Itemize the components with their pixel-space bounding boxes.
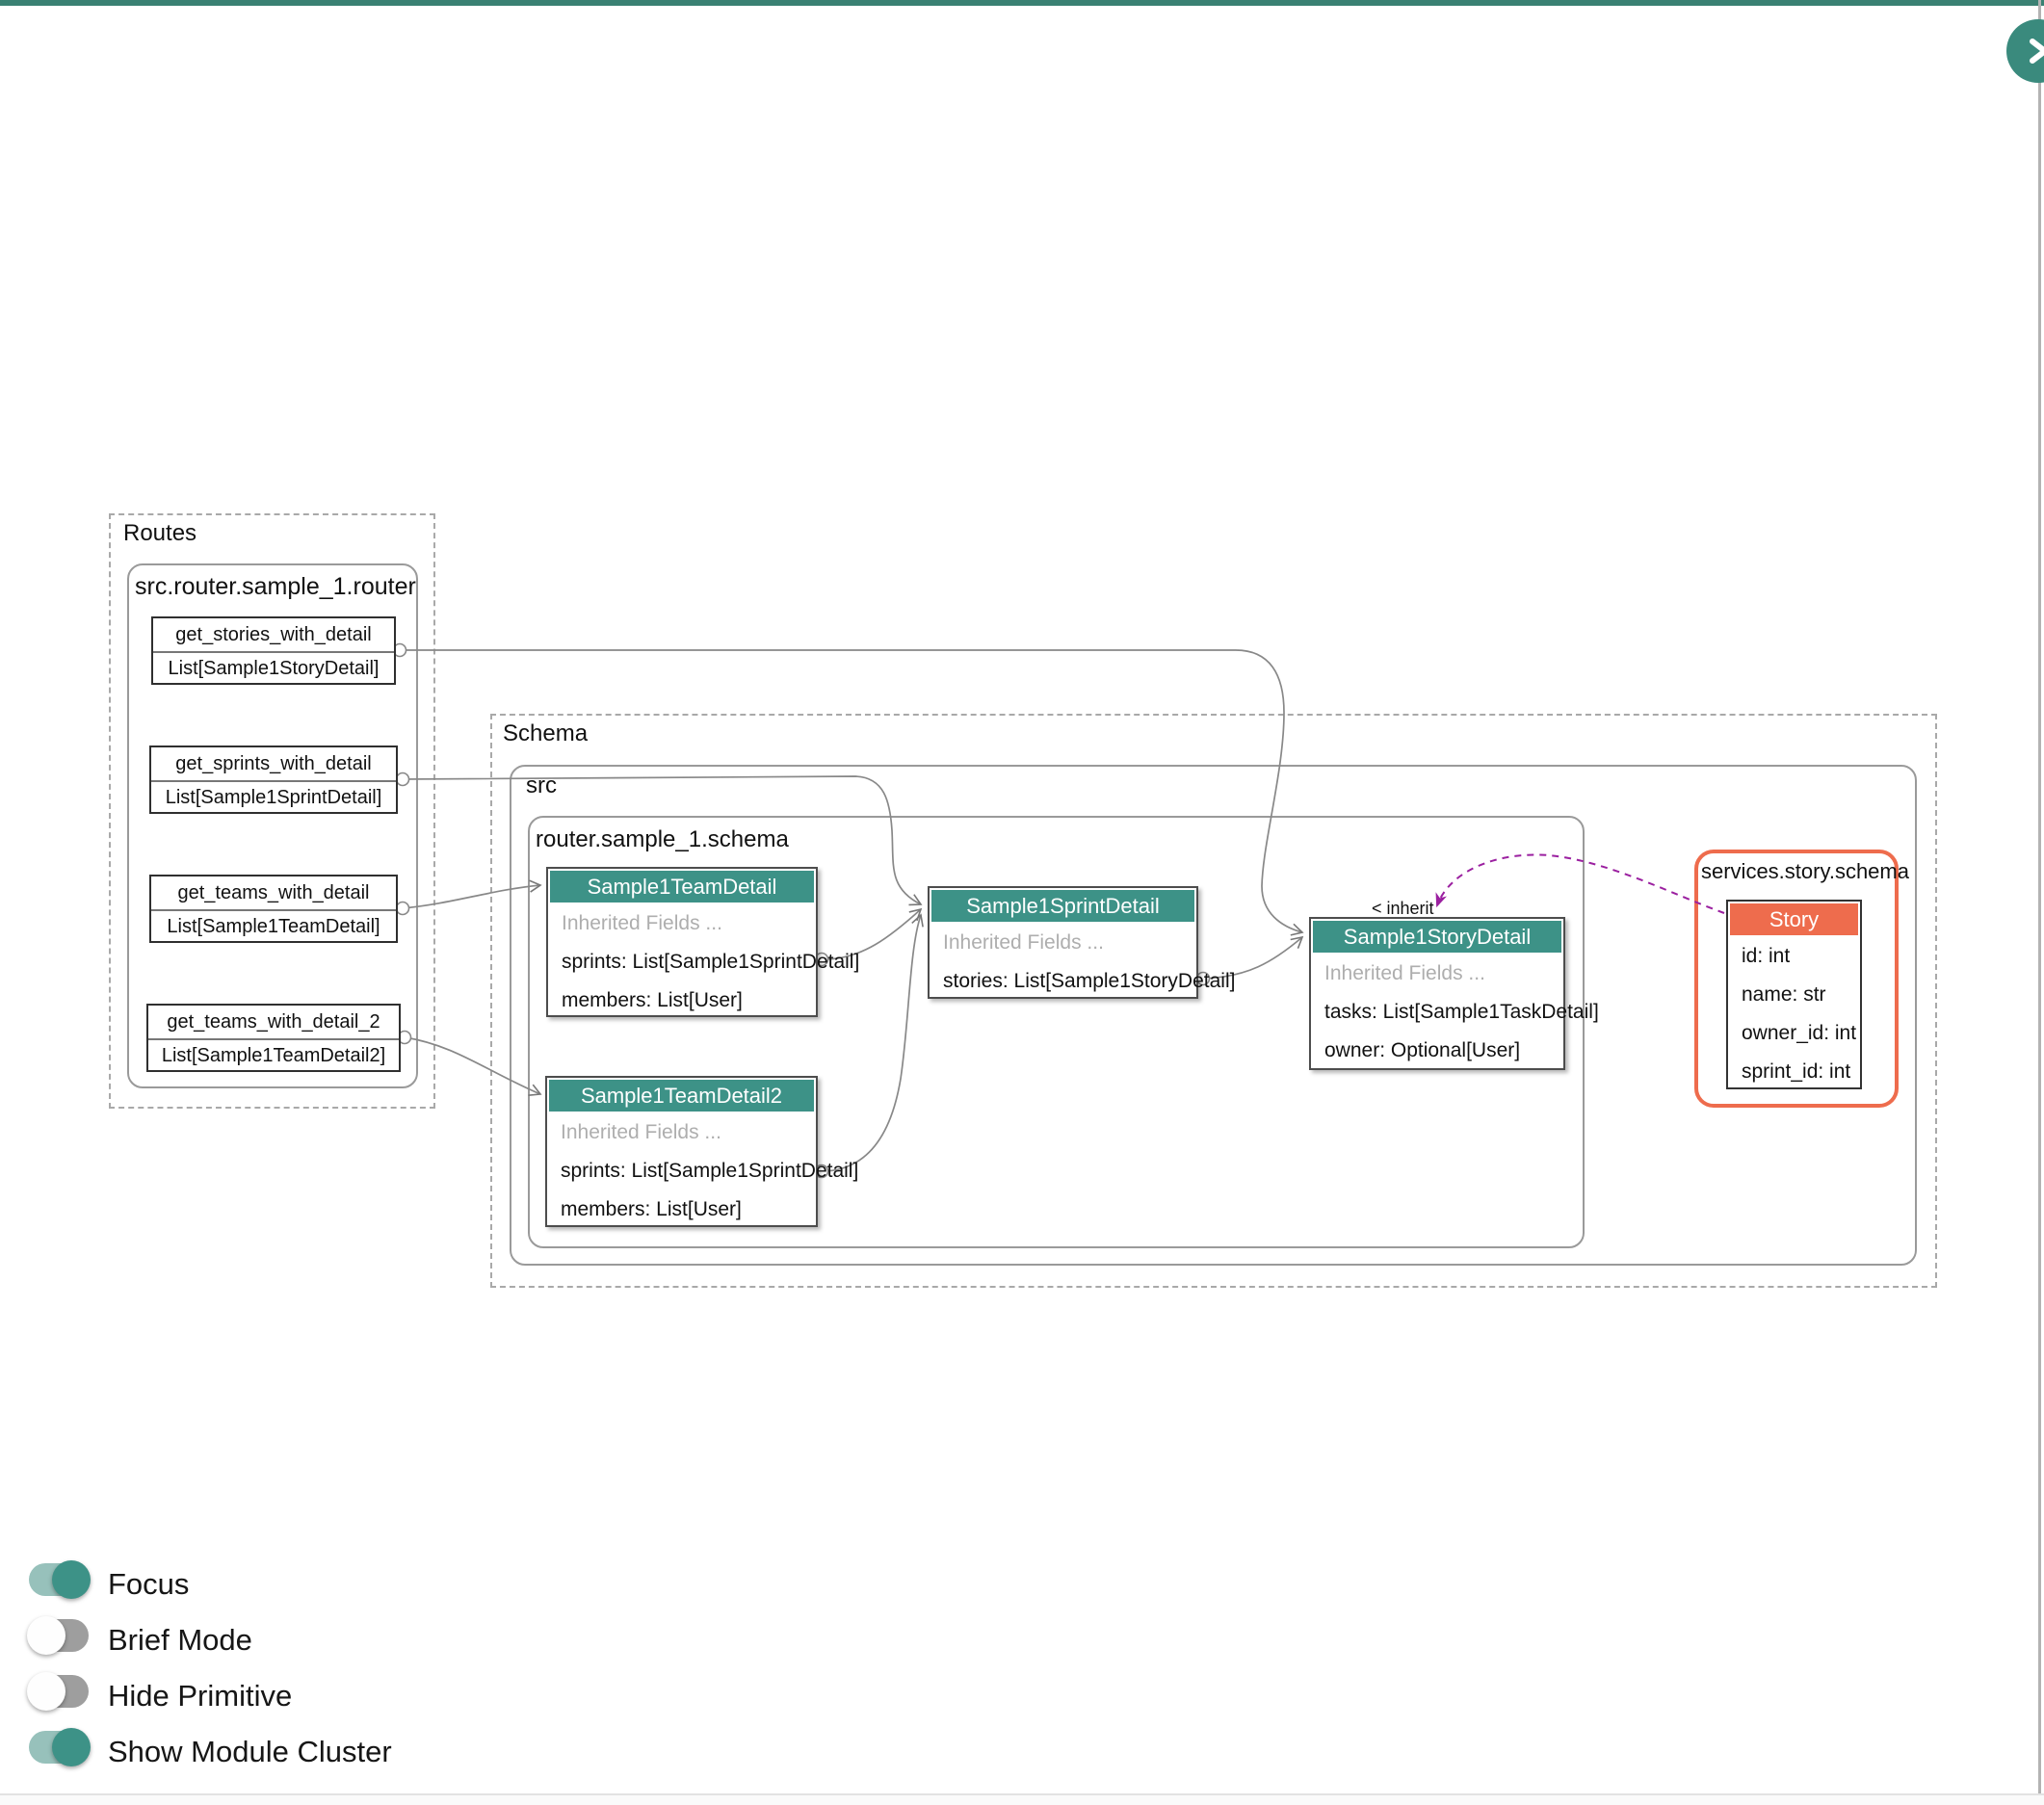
inherit-edge-label: < inherit xyxy=(1372,899,1434,918)
route-node-get-teams-with-detail-2[interactable]: get_teams_with_detail_2 List[Sample1Team… xyxy=(146,1004,401,1072)
class-title: Sample1TeamDetail2 xyxy=(549,1080,814,1112)
route-return-type: List[Sample1TeamDetail2] xyxy=(148,1038,399,1072)
toggle-thumb xyxy=(27,1672,66,1711)
module-router-sample-1-schema-label: router.sample_1.schema xyxy=(536,826,789,852)
route-node-get-sprints-with-detail[interactable]: get_sprints_with_detail List[Sample1Spri… xyxy=(149,746,398,814)
cluster-schema-label: Schema xyxy=(503,720,589,746)
toggle-row-show-module-cluster: Show Module Cluster xyxy=(0,1728,482,1773)
focus-toggle[interactable] xyxy=(29,1560,91,1599)
field-row: name: str xyxy=(1742,983,1826,1006)
class-node-sample1-team-detail[interactable]: Sample1TeamDetail Inherited Fields ... s… xyxy=(546,867,860,1017)
field-row: sprints: List[Sample1SprintDetail] xyxy=(562,951,860,973)
field-row: sprint_id: int xyxy=(1742,1060,1851,1083)
module-services-story-schema-label: services.story.schema xyxy=(1701,859,1909,883)
route-return-type: List[Sample1TeamDetail] xyxy=(151,909,396,943)
inherited-fields-row: Inherited Fields ... xyxy=(561,1121,721,1143)
brief-mode-toggle[interactable] xyxy=(27,1616,91,1655)
class-node-sample1-team-detail2[interactable]: Sample1TeamDetail2 Inherited Fields ... … xyxy=(545,1076,859,1227)
toggle-thumb xyxy=(27,1616,66,1655)
field-row: tasks: List[Sample1TaskDetail] xyxy=(1324,1001,1599,1023)
top-accent-bar xyxy=(0,0,2044,6)
toggle-thumb xyxy=(52,1560,91,1599)
class-title: Sample1TeamDetail xyxy=(550,871,814,902)
route-name: get_stories_with_detail xyxy=(175,623,372,645)
field-row: stories: List[Sample1StoryDetail] xyxy=(943,970,1236,992)
route-return-type: List[Sample1SprintDetail] xyxy=(151,780,396,814)
toggle-row-brief-mode: Brief Mode xyxy=(0,1616,385,1661)
brief-mode-toggle-label: Brief Mode xyxy=(108,1623,252,1657)
route-node-get-stories-with-detail[interactable]: get_stories_with_detail List[Sample1Stor… xyxy=(151,616,396,685)
route-node-get-teams-with-detail[interactable]: get_teams_with_detail List[Sample1TeamDe… xyxy=(149,875,398,943)
class-title: Sample1SprintDetail xyxy=(931,890,1194,922)
show-module-cluster-toggle-label: Show Module Cluster xyxy=(108,1735,392,1768)
class-node-sample1-sprint-detail[interactable]: Sample1SprintDetail Inherited Fields ...… xyxy=(928,886,1236,999)
route-name: get_teams_with_detail_2 xyxy=(167,1010,380,1033)
chevron-right-icon xyxy=(2030,39,2044,64)
inherited-fields-row: Inherited Fields ... xyxy=(943,931,1104,954)
right-panel-divider xyxy=(2038,0,2041,1805)
field-row: members: List[User] xyxy=(562,989,743,1011)
show-module-cluster-toggle[interactable] xyxy=(29,1728,91,1766)
class-node-story[interactable]: Story id: int name: str owner_id: int sp… xyxy=(1726,900,1862,1089)
route-name: get_teams_with_detail xyxy=(177,881,370,903)
field-row: id: int xyxy=(1742,945,1791,967)
hide-primitive-toggle[interactable] xyxy=(27,1672,91,1711)
toggle-thumb xyxy=(52,1728,91,1766)
class-title: Story xyxy=(1730,903,1858,935)
field-row: members: List[User] xyxy=(561,1198,742,1220)
route-name: get_sprints_with_detail xyxy=(175,752,372,774)
field-row: owner_id: int xyxy=(1742,1022,1857,1044)
module-src-router-sample-1-router-label: src.router.sample_1.router xyxy=(135,573,416,600)
module-services-story-schema xyxy=(1694,850,1899,1108)
inherited-fields-row: Inherited Fields ... xyxy=(562,912,722,934)
field-row: sprints: List[Sample1SprintDetail] xyxy=(561,1160,859,1182)
toggle-row-focus: Focus xyxy=(0,1560,385,1606)
field-row: owner: Optional[User] xyxy=(1324,1039,1521,1061)
class-title: Sample1StoryDetail xyxy=(1313,921,1561,953)
class-node-sample1-story-detail[interactable]: Sample1StoryDetail Inherited Fields ... … xyxy=(1309,917,1599,1070)
route-return-type: List[Sample1StoryDetail] xyxy=(153,651,394,685)
bottom-panel-edge xyxy=(0,1793,2044,1805)
focus-toggle-label: Focus xyxy=(108,1567,190,1601)
cluster-routes-label: Routes xyxy=(123,520,197,546)
hide-primitive-toggle-label: Hide Primitive xyxy=(108,1679,293,1713)
collapse-panel-button[interactable] xyxy=(2006,19,2044,83)
module-src-label: src xyxy=(526,772,557,798)
inherited-fields-row: Inherited Fields ... xyxy=(1324,962,1485,984)
toggle-row-hide-primitive: Hide Primitive xyxy=(0,1672,385,1717)
